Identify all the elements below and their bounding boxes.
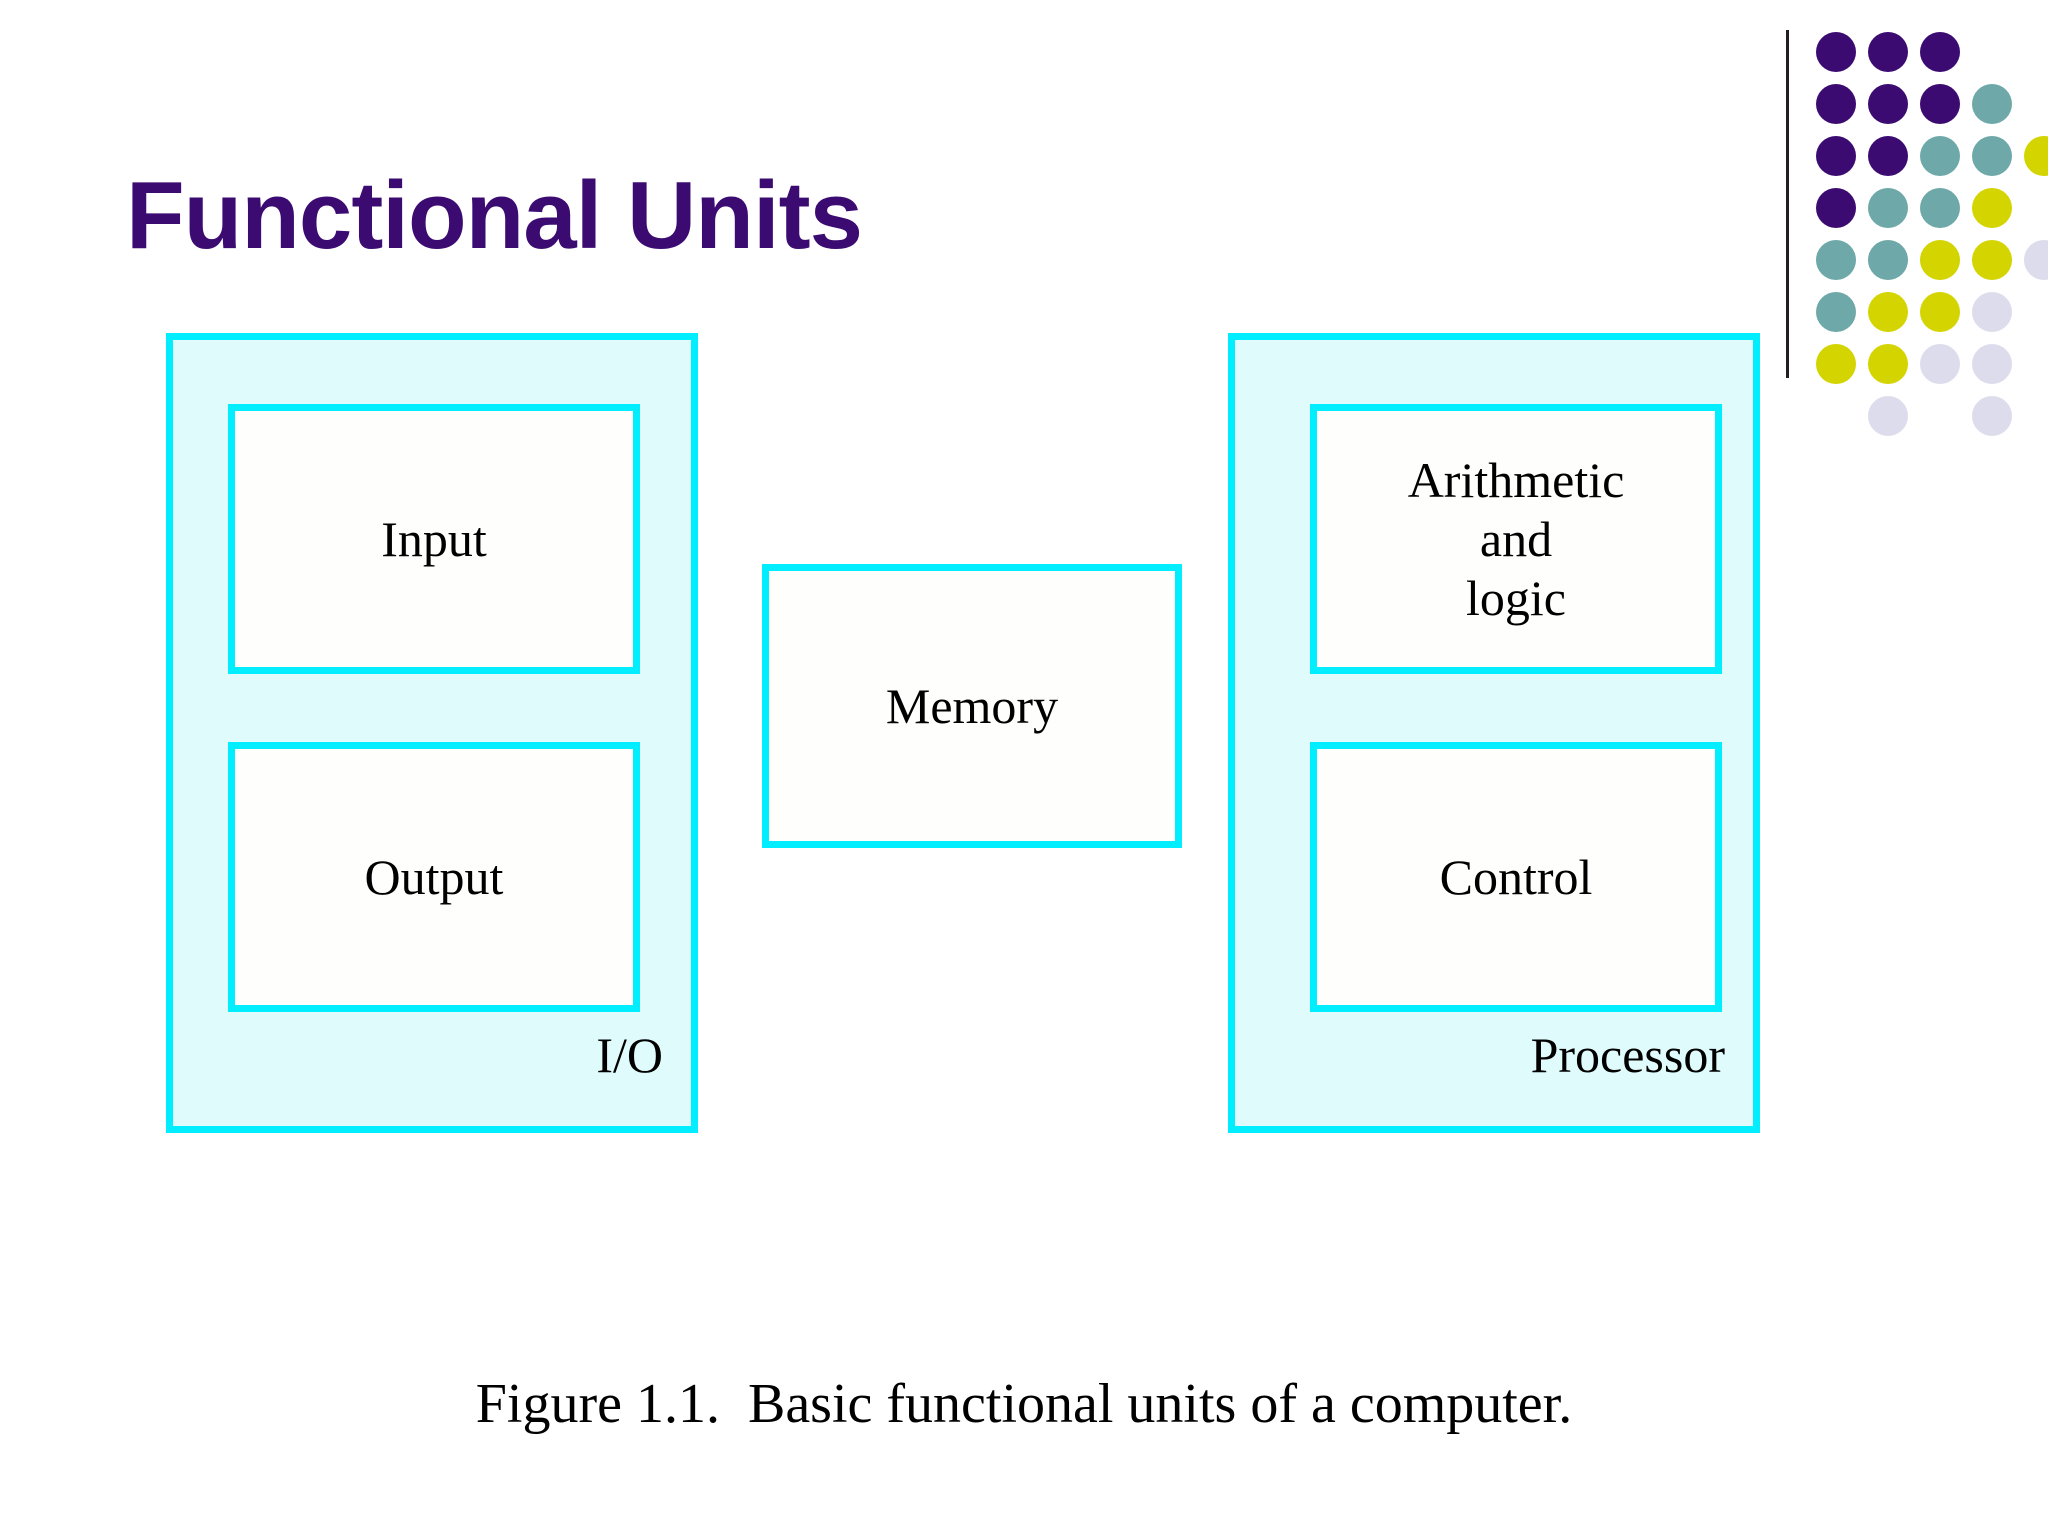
decorative-dot-teal (1920, 136, 1960, 176)
decorative-dot-yellow (1868, 344, 1908, 384)
group-io-label: I/O (596, 1027, 663, 1083)
decorative-dot-purple (1920, 84, 1960, 124)
decorative-dot-teal (1816, 240, 1856, 280)
box-memory-label: Memory (885, 677, 1059, 734)
decorative-dot-lavender (1972, 292, 2012, 332)
box-control: Control (1310, 742, 1722, 1012)
decorative-dot-purple (1816, 188, 1856, 228)
label-line: Arithmetic (1407, 451, 1625, 508)
box-output-label: Output (364, 848, 504, 905)
page-title: Functional Units (126, 162, 863, 269)
box-output: Output (228, 742, 640, 1012)
decorative-dot-yellow (1972, 188, 2012, 228)
decorative-dot-teal (1972, 136, 2012, 176)
box-input-label: Input (381, 510, 487, 567)
decorative-dot-teal (1816, 292, 1856, 332)
decorative-dot-lavender (1972, 396, 2012, 436)
label-line: and (1479, 510, 1553, 567)
decorative-dot-lavender (1920, 344, 1960, 384)
decorative-dot-yellow (1972, 240, 2012, 280)
label-line: logic (1466, 569, 1566, 626)
decorative-dot-yellow (1920, 292, 1960, 332)
decorative-dot-purple (1816, 84, 1856, 124)
figure-caption: Figure 1.1. Basic functional units of a … (475, 1373, 1573, 1435)
group-processor-label: Processor (1530, 1027, 1725, 1083)
box-input: Input (228, 404, 640, 674)
decorative-dot-purple (1868, 84, 1908, 124)
decorative-dot-yellow (1868, 292, 1908, 332)
decorative-dot-teal (1868, 188, 1908, 228)
decorative-dot-purple (1816, 32, 1856, 72)
decorative-dot-teal (1920, 188, 1960, 228)
decorative-dot-lavender (1868, 396, 1908, 436)
dot-matrix-motif (1780, 0, 2048, 436)
decorative-dot-yellow (1816, 344, 1856, 384)
box-memory: Memory (762, 564, 1182, 848)
decorative-dot-yellow (1920, 240, 1960, 280)
decorative-dot-purple (1920, 32, 1960, 72)
decorative-dot-purple (1868, 32, 1908, 72)
decorative-dot-purple (1816, 136, 1856, 176)
box-control-label: Control (1439, 848, 1593, 905)
decorative-dot-lavender (1972, 344, 2012, 384)
decorative-dot-purple (1868, 136, 1908, 176)
vertical-rule-divider (1786, 30, 1789, 378)
decorative-dot-teal (1868, 240, 1908, 280)
decorative-dot-teal (1972, 84, 2012, 124)
